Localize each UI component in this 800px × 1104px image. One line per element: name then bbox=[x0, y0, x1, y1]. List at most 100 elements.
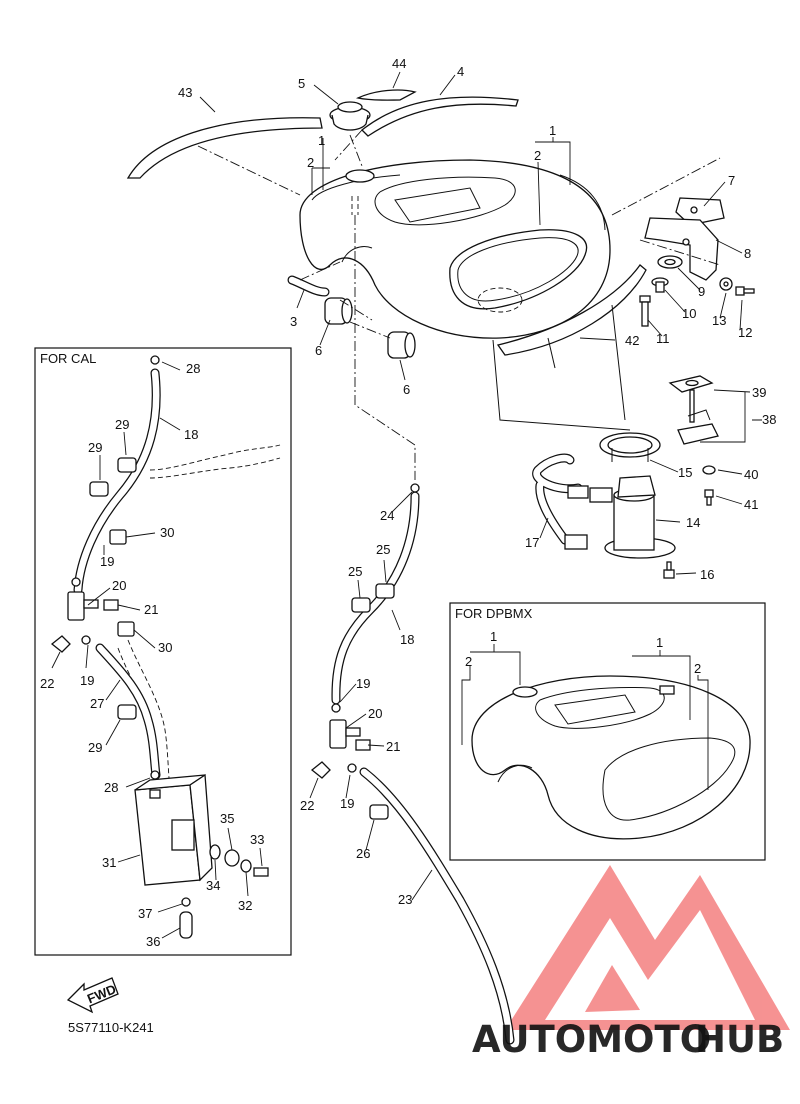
valve-20-main bbox=[329, 719, 361, 749]
bolt-12 bbox=[735, 286, 755, 296]
svg-text:11: 11 bbox=[656, 331, 670, 346]
svg-text:HUB: HUB bbox=[695, 1018, 784, 1061]
svg-text:19: 19 bbox=[340, 796, 354, 811]
svg-text:19: 19 bbox=[356, 676, 370, 691]
svg-text:23: 23 bbox=[398, 892, 412, 907]
svg-text:2: 2 bbox=[307, 155, 314, 170]
svg-text:41: 41 bbox=[744, 497, 758, 512]
svg-text:12: 12 bbox=[738, 325, 752, 340]
watermark-text: AUTOMOTO HUB bbox=[472, 1018, 784, 1061]
clip-19-cal-1 bbox=[71, 577, 81, 587]
svg-text:21: 21 bbox=[386, 739, 400, 754]
fuel-tank-dpbmx bbox=[471, 675, 751, 840]
leader-lines-dpbmx bbox=[461, 644, 709, 790]
damper-6-left bbox=[324, 297, 353, 325]
svg-text:29: 29 bbox=[88, 440, 102, 455]
svg-text:29: 29 bbox=[88, 740, 102, 755]
clip-30-cal-2 bbox=[117, 621, 135, 637]
svg-text:25: 25 bbox=[376, 542, 390, 557]
svg-text:19: 19 bbox=[100, 554, 114, 569]
damper-6-right bbox=[387, 331, 416, 359]
side-cover-left-43 bbox=[126, 117, 323, 179]
svg-text:40: 40 bbox=[744, 467, 758, 482]
svg-text:13: 13 bbox=[712, 313, 726, 328]
hose-connector-17 bbox=[564, 485, 589, 550]
fitting-21-main bbox=[355, 739, 371, 751]
svg-text:20: 20 bbox=[112, 578, 126, 593]
fwd-arrow-icon: FWD bbox=[66, 977, 119, 1014]
svg-text:27: 27 bbox=[90, 696, 104, 711]
collar-10 bbox=[651, 277, 669, 293]
svg-text:22: 22 bbox=[300, 798, 314, 813]
svg-text:1: 1 bbox=[490, 629, 497, 644]
washer-32 bbox=[240, 859, 252, 873]
clip-28-cal-2 bbox=[150, 770, 160, 780]
svg-text:5: 5 bbox=[298, 76, 305, 91]
svg-text:43: 43 bbox=[178, 85, 192, 100]
svg-text:1: 1 bbox=[656, 635, 663, 650]
screw-41 bbox=[704, 489, 714, 506]
hose-18-main bbox=[331, 491, 420, 705]
svg-text:1: 1 bbox=[318, 133, 325, 148]
fuel-tank-main bbox=[299, 159, 611, 339]
cap-22-cal bbox=[50, 635, 71, 653]
clamp-29-cal-1 bbox=[117, 457, 137, 473]
collar-34 bbox=[209, 844, 221, 860]
svg-text:19: 19 bbox=[80, 673, 94, 688]
svg-text:32: 32 bbox=[238, 898, 252, 913]
svg-text:7: 7 bbox=[728, 173, 735, 188]
part-number-labels: 1 2 1 2 3 4 5 6 6 7 8 9 10 11 12 13 14 1… bbox=[40, 56, 776, 949]
svg-text:29: 29 bbox=[115, 417, 129, 432]
clip-19-cal-2 bbox=[81, 635, 91, 645]
for-cal-box bbox=[34, 347, 292, 956]
clamp-29-cal-3 bbox=[117, 704, 137, 720]
watermark-logo bbox=[505, 865, 790, 1030]
svg-text:31: 31 bbox=[102, 855, 116, 870]
svg-text:42: 42 bbox=[625, 333, 639, 348]
svg-text:35: 35 bbox=[220, 811, 234, 826]
bolt-33 bbox=[253, 867, 269, 877]
hose-18-cal bbox=[73, 368, 161, 595]
svg-text:37: 37 bbox=[138, 906, 152, 921]
svg-text:18: 18 bbox=[184, 427, 198, 442]
svg-text:17: 17 bbox=[525, 535, 539, 550]
svg-text:21: 21 bbox=[144, 602, 158, 617]
svg-text:2: 2 bbox=[694, 661, 701, 676]
svg-text:9: 9 bbox=[698, 284, 705, 299]
cap-22-main bbox=[310, 761, 331, 779]
svg-text:34: 34 bbox=[206, 878, 220, 893]
leader-lines-cal bbox=[51, 361, 263, 939]
clip-28-cal-1 bbox=[150, 355, 160, 365]
valve-20-cal bbox=[67, 591, 99, 621]
svg-text:30: 30 bbox=[158, 640, 172, 655]
grommet-35 bbox=[224, 849, 240, 867]
washer-40 bbox=[702, 465, 716, 475]
clip-30-cal-1 bbox=[109, 529, 127, 545]
svg-text:10: 10 bbox=[682, 306, 696, 321]
for-dpbmx-box bbox=[449, 602, 766, 861]
svg-text:8: 8 bbox=[744, 246, 751, 261]
svg-text:20: 20 bbox=[368, 706, 382, 721]
fuel-sender-38 bbox=[668, 375, 719, 445]
svg-text:FWD: FWD bbox=[85, 981, 118, 1006]
svg-text:28: 28 bbox=[104, 780, 118, 795]
svg-text:6: 6 bbox=[403, 382, 410, 397]
svg-text:18: 18 bbox=[400, 632, 414, 647]
clamp-25-2 bbox=[351, 597, 371, 613]
svg-text:25: 25 bbox=[348, 564, 362, 579]
side-cover-right-4 bbox=[361, 96, 519, 137]
canister-31 bbox=[134, 773, 213, 886]
for-cal-title: FOR CAL bbox=[40, 351, 96, 366]
washer-13 bbox=[719, 277, 733, 291]
svg-text:22: 22 bbox=[40, 676, 54, 691]
svg-text:39: 39 bbox=[752, 385, 766, 400]
bolt-16 bbox=[663, 561, 675, 579]
svg-text:28: 28 bbox=[186, 361, 200, 376]
svg-text:3: 3 bbox=[290, 314, 297, 329]
svg-text:2: 2 bbox=[465, 654, 472, 669]
grommet-9 bbox=[657, 255, 683, 269]
diagram-code: 5S77110-K241 bbox=[68, 1020, 154, 1035]
clip-37 bbox=[181, 897, 191, 907]
hose-36 bbox=[179, 911, 193, 939]
